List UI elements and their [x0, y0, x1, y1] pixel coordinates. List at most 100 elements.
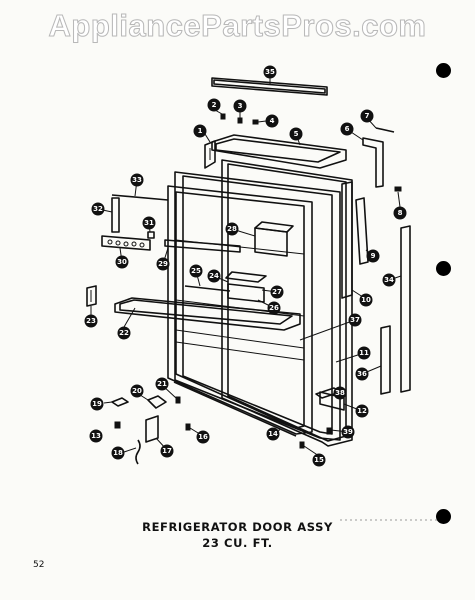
callout-7: 7: [360, 109, 374, 123]
svg-text:7: 7: [365, 112, 370, 120]
part-23-latch: [86, 285, 97, 307]
callout-32: 32: [91, 202, 105, 216]
svg-text:8: 8: [398, 209, 403, 217]
svg-text:13: 13: [91, 432, 101, 440]
part-1-hinge-bracket: [204, 140, 216, 169]
callout-24: 24: [207, 269, 221, 283]
callout-11: 11: [357, 346, 371, 360]
callout-19: 19: [90, 397, 104, 411]
svg-text:18: 18: [113, 449, 123, 457]
svg-text:20: 20: [132, 387, 142, 395]
callout-35: 35: [263, 65, 277, 79]
callout-37: 37: [348, 313, 362, 327]
part-7-pin: [375, 127, 395, 133]
binder-hole-middle: [436, 261, 451, 276]
part-13-screw: [114, 421, 121, 429]
callout-30: 30: [115, 255, 129, 269]
part-15-screw: [299, 441, 305, 449]
part-27-butter-door: [225, 271, 267, 303]
svg-text:10: 10: [361, 296, 371, 304]
part-2-screw: [220, 113, 226, 120]
callout-29: 29: [156, 257, 170, 271]
part-5-top-cap: [211, 134, 347, 169]
callout-3: 3: [233, 99, 247, 113]
part-19-hinge-plate: [111, 397, 129, 407]
svg-text:23: 23: [86, 317, 96, 325]
svg-text:36: 36: [357, 370, 367, 378]
part-14-bottom-edge: [173, 381, 297, 437]
svg-text:6: 6: [345, 125, 350, 133]
svg-text:17: 17: [162, 447, 172, 455]
svg-text:24: 24: [209, 272, 219, 280]
part-39-screw: [326, 427, 332, 435]
part-4-screw: [252, 119, 259, 125]
callout-28: 28: [225, 222, 239, 236]
callout-8: 8: [393, 206, 407, 220]
svg-text:35: 35: [265, 68, 275, 76]
callout-20: 20: [130, 384, 144, 398]
callout-14: 14: [266, 427, 280, 441]
svg-text:28: 28: [227, 225, 237, 233]
callout-22: 22: [117, 326, 131, 340]
callout-16: 16: [196, 430, 210, 444]
callout-25: 25: [189, 264, 203, 278]
part-34-vertical-trim: [400, 225, 411, 393]
part-8-screw: [394, 186, 402, 192]
svg-text:11: 11: [359, 349, 369, 357]
svg-text:38: 38: [335, 389, 345, 397]
part-10-edge-strip: [341, 181, 353, 299]
svg-text:37: 37: [350, 316, 360, 324]
svg-text:25: 25: [191, 267, 201, 275]
part-17-bracket: [145, 415, 159, 443]
svg-text:22: 22: [119, 329, 129, 337]
part-33-retainer-rod: [111, 194, 169, 201]
svg-text:4: 4: [270, 117, 275, 125]
part-30-egg-tray: [101, 235, 151, 251]
part-20-hinge-block: [147, 395, 167, 409]
diagram-title: REFRIGERATOR DOOR ASSY: [142, 520, 333, 534]
part-32-clip: [111, 197, 120, 233]
callout-33: 33: [130, 173, 144, 187]
callout-27: 27: [270, 285, 284, 299]
svg-text:29: 29: [158, 260, 168, 268]
binder-hole-bottom: [436, 509, 451, 524]
callout-26: 26: [267, 301, 281, 315]
part-22-door-shelf: [114, 297, 301, 331]
svg-text:5: 5: [294, 130, 299, 138]
page-number: 52: [33, 560, 45, 570]
callout-10: 10: [359, 293, 373, 307]
callout-34: 34: [382, 273, 396, 287]
callout-21: 21: [155, 377, 169, 391]
svg-text:31: 31: [144, 219, 154, 227]
callout-18: 18: [111, 446, 125, 460]
callout-5: 5: [289, 127, 303, 141]
svg-text:39: 39: [343, 428, 353, 436]
svg-text:14: 14: [268, 430, 278, 438]
callout-1: 1: [193, 124, 207, 138]
callout-13: 13: [89, 429, 103, 443]
part-18-spring: [135, 439, 141, 465]
callout-23: 23: [84, 314, 98, 328]
svg-text:34: 34: [384, 276, 394, 284]
callout-6: 6: [340, 122, 354, 136]
svg-text:16: 16: [198, 433, 208, 441]
watermark: AppliancePartsPros.com: [48, 8, 427, 44]
svg-text:15: 15: [314, 456, 324, 464]
svg-text:3: 3: [238, 102, 243, 110]
svg-text:19: 19: [92, 400, 102, 408]
callout-17: 17: [160, 444, 174, 458]
part-21-screw: [175, 396, 181, 404]
svg-text:9: 9: [371, 252, 376, 260]
diagram-subtitle: 23 CU. FT.: [202, 536, 273, 550]
binder-hole-top: [436, 63, 451, 78]
part-31-knob: [147, 231, 155, 239]
part-9-right-seal: [355, 197, 369, 265]
leader-lines: [90, 78, 402, 457]
callout-38: 38: [333, 386, 347, 400]
svg-text:2: 2: [212, 101, 217, 109]
svg-text:1: 1: [198, 127, 203, 135]
callout-36: 36: [355, 367, 369, 381]
part-3-screw: [237, 117, 243, 124]
svg-text:27: 27: [272, 288, 282, 296]
